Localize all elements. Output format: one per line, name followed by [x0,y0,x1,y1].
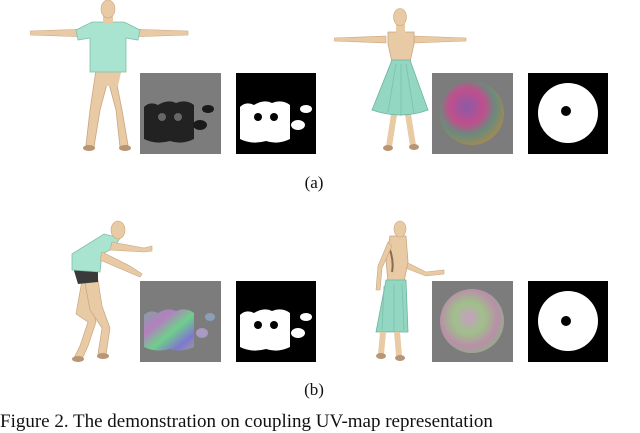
displacement-sphere-map-a2 [432,73,513,154]
displacement-uv-map-a1 [140,73,221,154]
displacement-sphere-map-b2 [432,281,513,362]
human-figure-tpose-skirt [334,8,467,151]
displacement-uv-map-b1 [140,281,221,362]
binary-ring-mask-map-b2 [528,281,608,362]
row-b-label: (b) [304,380,324,399]
row-a-label: (a) [304,173,324,192]
binary-ring-mask-map-a2 [528,73,608,154]
human-figure-tpose-shirt [30,0,189,151]
figure-caption: Figure 2. The demonstration on coupling … [0,411,493,432]
binary-mask-map-a1 [236,73,316,154]
human-figure-twisting-skirt [375,220,445,361]
binary-mask-map-b1 [236,281,316,362]
human-figure-bending-shirt [71,220,153,362]
